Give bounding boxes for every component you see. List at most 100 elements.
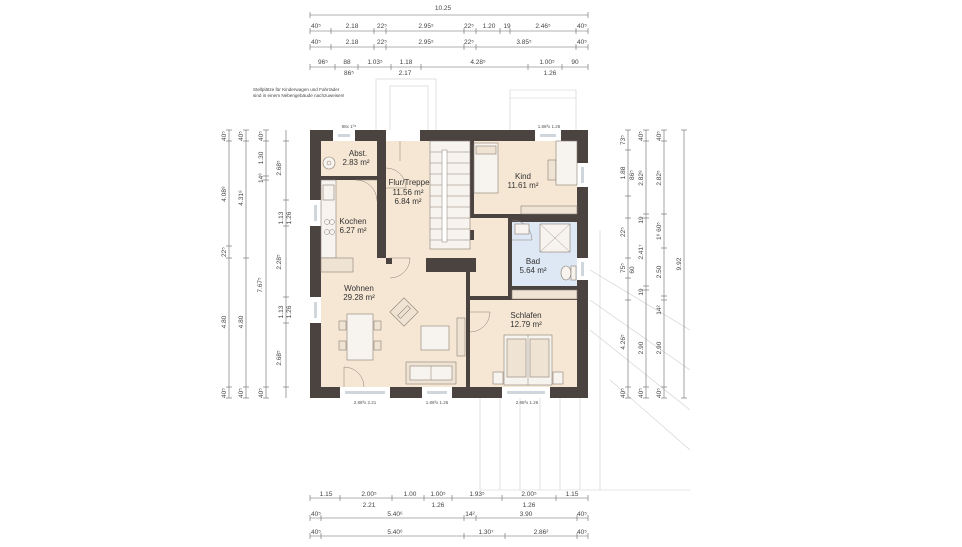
dim-left-t-5: 1.13 <box>278 305 285 318</box>
toilet-icon <box>560 265 572 281</box>
dim-top-r3-6: 90 <box>571 59 579 66</box>
dim-right-i-2: 86⁵ <box>629 170 636 180</box>
dim-bot-r2-0: 40⁵ <box>311 511 321 518</box>
opening-label-top-right: 1.88³x 1.26 <box>538 124 561 129</box>
schlafen-wardrobe <box>511 289 578 300</box>
dim-top-r3-5: 1.00⁵ <box>539 59 555 66</box>
dim-left-i-2: 2.68⁵ <box>276 350 283 366</box>
dim-bot-r1-4: 1.93⁵ <box>469 491 485 498</box>
dim-top-r3-3: 1.18 <box>400 59 413 66</box>
dim-bot-r1-0: 1.15 <box>320 491 333 498</box>
dim-top-r1-5: 1.20 <box>483 23 496 30</box>
dim-right-t-5: 2.90 <box>656 341 663 354</box>
dim-left-s-4: 40⁵ <box>238 388 245 398</box>
note-line-1: Stellplätze für Kinderwagen und Fahrräde… <box>253 87 340 92</box>
dim-top-r1-2: 22⁵ <box>377 23 387 30</box>
dim-left-s-1: 4.31⁸ <box>238 190 245 206</box>
dim-left-s-2: 7.67⁵ <box>257 277 264 293</box>
dim-left-o-4: 40⁵ <box>221 388 228 398</box>
dim-bot-r2-1: 5.40⁶ <box>387 511 403 518</box>
opening-label-top-left: 88x 1⁰⁶ <box>342 124 357 129</box>
dim-top-r2-2: 22⁵ <box>377 39 387 46</box>
kind-bed <box>473 142 499 194</box>
staircase <box>429 140 471 250</box>
boiler-icon <box>322 156 336 170</box>
dim-bot-r3-2: 1.30⁷ <box>478 529 494 536</box>
bathroom-fixtures <box>514 223 577 281</box>
dim-top-r3b-0: 86⁵ <box>344 70 354 77</box>
dim-top-r3-0: 96⁵ <box>318 59 328 66</box>
dim-top-r2-3: 2.95⁵ <box>418 39 434 46</box>
adjacent-outline <box>479 230 691 491</box>
dim-right-s-4: 19 <box>638 288 645 296</box>
dim-bot-r1-6: 1.15 <box>566 491 579 498</box>
dim-bot-r1b-0: 2.21 <box>363 502 376 509</box>
dim-bot-r1-5: 2.00⁵ <box>521 491 537 498</box>
dim-right-t-3: 2.50 <box>656 265 663 278</box>
room-kind-name: Kind <box>515 172 531 181</box>
dim-top-r1-1: 2.18 <box>346 23 359 30</box>
dim-right-i-7: 40⁵ <box>620 388 627 398</box>
dim-bot-r2-3: 3.90 <box>520 511 533 518</box>
dim-top-r1-3: 2.95⁵ <box>418 23 434 30</box>
dim-right-t-0: 40⁵ <box>656 131 663 141</box>
dim-top-r1-8: 40⁵ <box>577 23 587 30</box>
opening-label-bottom-right: 2.88³x 1.26 <box>516 400 539 405</box>
dim-right-i-5: 60 <box>629 266 636 274</box>
room-wohnen-name: Wohnen <box>344 284 374 293</box>
dim-left-t-4: 1.26 <box>286 211 293 224</box>
dim-left-o-3: 4.80 <box>221 315 228 328</box>
room-kind-area: 11.61 m² <box>508 181 539 190</box>
dim-right-s-0: 40⁵ <box>638 131 645 141</box>
dim-right-i-6: 4.26⁵ <box>620 334 627 350</box>
room-kochen-area: 6.27 m² <box>339 226 366 235</box>
dim-left-t-1: 1.30 <box>258 151 265 164</box>
sideboard <box>456 317 466 357</box>
dim-top-r1-6: 19 <box>503 23 511 30</box>
schlafen-bed <box>492 334 564 386</box>
dim-left-s-0: 40⁵ <box>238 131 245 141</box>
dim-left-i-1: 2.28⁵ <box>276 254 283 270</box>
room-flur-name: Flur/Treppe <box>388 178 430 187</box>
top-dimension-chains: 10.25 40⁵ 2.18 22⁵ 2.95⁵ 22⁵ 1.20 19 2.4… <box>309 5 589 77</box>
dim-bot-r1-2: 1.00 <box>404 491 417 498</box>
dim-left-o-1: 4.08⁸ <box>221 186 228 202</box>
dim-bot-r1-1: 2.00⁵ <box>361 491 377 498</box>
room-flur-area-2: 6.84 m² <box>394 197 421 206</box>
right-dimension-chains: 73⁵ 1.88 86⁵ 22⁵ 75⁵ 60 4.26⁵ 40⁵ 40⁵ 2.… <box>620 129 687 399</box>
room-kochen-name: Kochen <box>339 217 366 226</box>
dim-bot-r1b-2: 1.26 <box>523 502 536 509</box>
dim-top-r3-2: 1.03⁵ <box>367 59 383 66</box>
dim-left-t-3: 1.13 <box>278 211 285 224</box>
dim-right-s-5: 2.90 <box>638 341 645 354</box>
dim-right-total: 9.92 <box>676 257 683 270</box>
dim-left-i-0: 2.68⁵ <box>276 160 283 176</box>
dim-top-r1-0: 40⁵ <box>311 23 321 30</box>
opening-label-bottom-mid: 1.88³x 1.26 <box>426 400 449 405</box>
dim-right-t-6: 40⁵ <box>656 388 663 398</box>
dim-right-i-1: 1.88 <box>620 166 627 179</box>
dim-top-r2-4: 22⁵ <box>464 39 474 46</box>
dim-bot-r3-1: 5.40⁶ <box>387 529 403 536</box>
room-flur-area: 11.56 m² <box>393 188 424 197</box>
dim-top-r2-0: 40⁵ <box>311 39 321 46</box>
dim-top-r1-4: 22⁵ <box>464 23 474 30</box>
dim-bot-r3-3: 2.86² <box>534 529 550 536</box>
dim-right-s-6: 40⁵ <box>638 388 645 398</box>
dim-top-r2-1: 2.18 <box>346 39 359 46</box>
dim-right-t-2: 1⁶ 60⁵ <box>656 222 663 240</box>
room-bad-area: 5.64 m² <box>519 266 546 275</box>
dim-right-i-0: 73⁵ <box>620 135 627 145</box>
dim-bot-r2-4: 40⁵ <box>577 511 587 518</box>
dim-bot-r2-2: 14² <box>465 511 475 518</box>
note-line-2: sind in einem Nebengebäude nachzuweisen! <box>253 93 344 98</box>
dim-bot-r3-4: 40⁵ <box>577 529 587 536</box>
dim-right-i-3: 22⁵ <box>620 227 627 237</box>
dim-bot-r1-3: 1.00⁵ <box>430 491 446 498</box>
dim-total-width: 10.25 <box>435 5 452 12</box>
dim-right-s-2: 19 <box>638 216 645 224</box>
room-abst-area: 2.83 m² <box>342 158 369 167</box>
dim-top-r3-4: 4.28⁵ <box>470 59 486 66</box>
